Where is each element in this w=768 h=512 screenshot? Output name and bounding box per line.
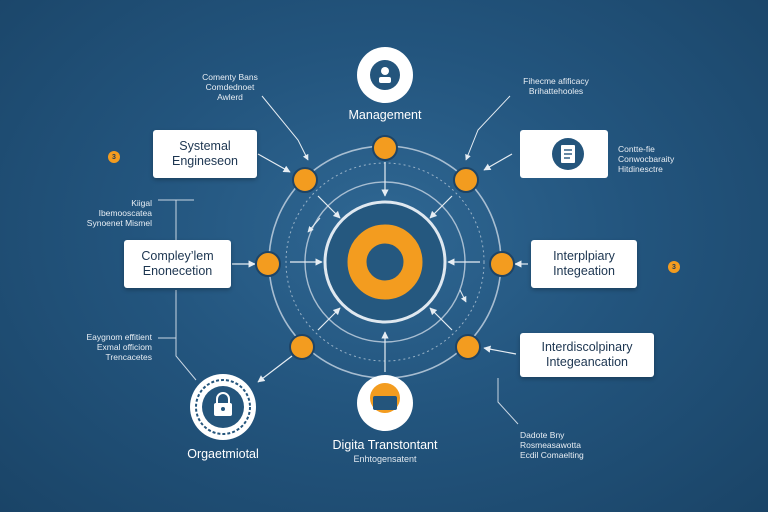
side-arrow-left-a [307, 217, 321, 233]
core-ring [323, 200, 447, 324]
node-lower-left [289, 334, 315, 360]
box-icon-body [373, 396, 397, 410]
node-upper-left [292, 167, 318, 193]
systemal-line2: Engineseon [171, 154, 239, 168]
inner-arrow-ll [317, 307, 341, 331]
interplinary-line2: Integeation [553, 264, 615, 278]
interplinary-integeation-box: Interplpiary Integeation [531, 240, 637, 288]
interplinary-line1: Interplpiary [553, 249, 615, 263]
interdisciplinary-box: Interdiscolpinary Integeancation [520, 333, 654, 377]
callout-lower-left [158, 290, 177, 339]
person-icon-head [381, 67, 389, 75]
inner-arrow-ur [429, 195, 453, 219]
connector-icon-right [483, 153, 513, 171]
person-icon-body [379, 77, 391, 83]
central-donut [347, 224, 423, 300]
lock-node-label: Orgaetmiotal [187, 447, 259, 461]
connector-interdisciplinary [483, 345, 517, 355]
callout-bottom-right [497, 378, 519, 425]
complex-line2: Enonecetion [142, 264, 213, 278]
inner-arrow-ul [317, 195, 341, 219]
connector-systemal [257, 153, 291, 173]
connector-lock [257, 355, 293, 383]
complex-enonecetion-box: Compley’lem Enonecetion [124, 240, 231, 288]
node-upper-right [453, 167, 479, 193]
node-left [255, 251, 281, 277]
lock-icon-keyhole [221, 407, 225, 411]
top-node-label: Management [348, 108, 422, 122]
lock-node-dash [195, 379, 251, 435]
inner-arrow-lr [429, 307, 453, 331]
orange-nodes [255, 135, 515, 360]
systemal-line1: Systemal [179, 139, 231, 153]
bottom-node-label: Digita Transtontant [332, 438, 438, 452]
node-right [489, 251, 515, 277]
callout-top-right [465, 95, 511, 161]
complex-line1: Compley’lem [141, 249, 214, 263]
marker-right: 3 [668, 261, 680, 273]
side-arrow-right-a [459, 289, 467, 303]
callout-top-left [261, 95, 309, 161]
node-lower-right [455, 334, 481, 360]
marker-left: 3 [108, 151, 120, 163]
interdisciplinary-line2: Integeancation [545, 355, 628, 369]
bottom-node-sublabel: Enhtogensatent [353, 454, 417, 464]
node-top [372, 135, 398, 161]
lock-icon-shackle [216, 392, 230, 403]
systemal-engineseon-box: Systemal Engineseon [153, 130, 257, 178]
interdisciplinary-line1: Interdiscolpinary [541, 340, 633, 354]
callout-lock-top [175, 338, 197, 381]
